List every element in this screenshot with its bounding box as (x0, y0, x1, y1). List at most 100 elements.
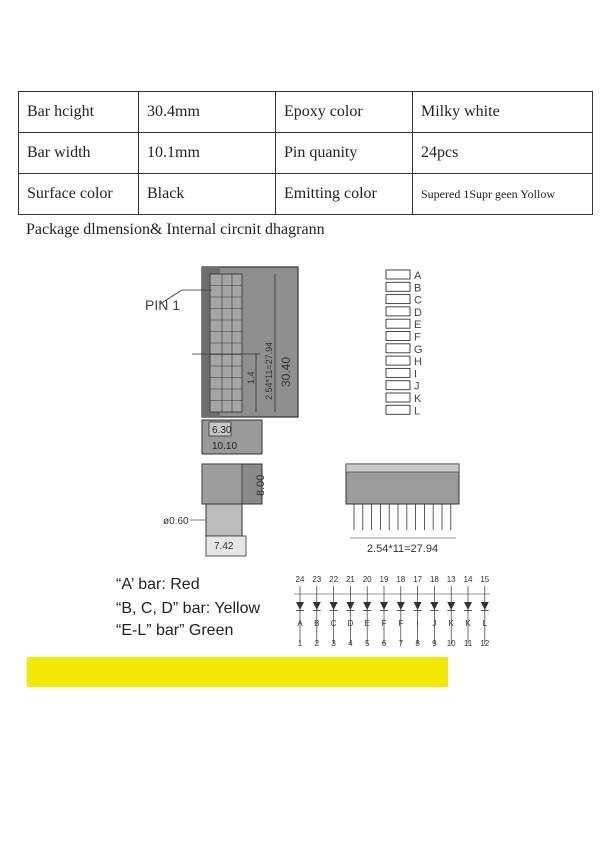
dim-height-label: 30.40 (279, 357, 293, 387)
common-pin-label: 13 (447, 575, 456, 584)
spec-row-height: Bar hcight 30.4mm Epoxy color Milky whit… (18, 91, 593, 133)
dim-bottom-label: 7.42 (214, 541, 234, 552)
front-view-drawing: PIN 1 30.40 2.54*11=27.94 1.4 (145, 266, 299, 418)
led-diode (329, 602, 338, 610)
segment-label: I (414, 368, 417, 380)
legend-line-bcd: “B, C, D” bar: Yellow (116, 600, 261, 617)
segment-box (385, 294, 411, 305)
common-pin-label: 17 (413, 575, 422, 584)
anode-label: K (465, 619, 471, 628)
led-diode (464, 602, 472, 610)
bottom-pin-label: 2 (315, 639, 320, 648)
pin1-label: PIN 1 (145, 297, 180, 313)
segment-label: J (414, 381, 420, 393)
led-diode (413, 602, 422, 610)
spec-table: Bar hcight 30.4mm Epoxy color Milky whit… (18, 91, 593, 215)
segment-box (385, 343, 411, 354)
common-pin-label: 18 (396, 575, 405, 584)
led-diode (346, 602, 355, 610)
led-diode (312, 602, 321, 610)
spec-label-bar-height: Bar hcight (18, 91, 139, 133)
segment-box (385, 306, 411, 317)
segment-box (385, 331, 411, 341)
spec-row-width: Bar width 10.1mm Pin quanity 24pcs (18, 132, 593, 174)
segment-box (385, 367, 411, 378)
common-pin-label: 23 (312, 575, 321, 584)
spec-value-epoxy-color: Milky white (412, 91, 593, 133)
anode-label: F (382, 619, 387, 628)
spec-label-emitting-color: Emitting color (275, 173, 413, 215)
segment-label: G (414, 344, 423, 356)
dim-pitch-label: 2.54*11=27.94 (264, 342, 274, 400)
dim-top-width-label: 6.30 (212, 425, 232, 436)
segment-label: K (414, 393, 422, 405)
dim-width-label: 10.10 (212, 441, 237, 452)
spec-label-pin-quantity: Pin quanity (275, 132, 413, 174)
segment-label: B (414, 282, 421, 294)
bottom-pin-label: 4 (348, 639, 353, 648)
bottom-pin-label: 3 (331, 639, 336, 648)
spec-value-bar-width: 10.1mm (138, 132, 276, 174)
segment-box (385, 318, 411, 329)
led-diode (447, 602, 456, 610)
legend-line-el: “E-L” bar” Green (116, 622, 234, 639)
common-pin-label: 15 (480, 575, 489, 584)
common-pin-label: 19 (380, 575, 389, 584)
anode-label: C (331, 619, 337, 628)
common-pin-label: 18 (430, 575, 439, 584)
led-diode (296, 602, 304, 610)
common-pin-label: 14 (464, 575, 473, 584)
yellow-highlight-bar (27, 657, 448, 687)
common-pin-label: 20 (363, 575, 372, 584)
segment-label: H (414, 356, 422, 368)
segment-label: C (414, 295, 422, 307)
anode-label: A (297, 619, 303, 628)
segment-label: L (414, 405, 420, 417)
led-diode (363, 602, 372, 610)
bottom-view-drawing: 2.54*11=27.94 (345, 463, 460, 555)
spec-label-bar-width: Bar width (18, 132, 139, 174)
anode-label: J (432, 619, 436, 628)
section-title: Package dlmension& Internal circnit dhag… (26, 221, 325, 238)
common-pin-label: 24 (296, 575, 305, 584)
dim-pin-label: ø0.60 (163, 516, 189, 527)
spec-label-surface-color: Surface color (18, 173, 139, 215)
segment-box (385, 404, 411, 415)
spec-value-emitting-color: Supered 1Supr geen Yollow (412, 173, 593, 215)
spec-value-bar-height: 30.4mm (138, 91, 276, 133)
segment-label: A (414, 270, 422, 282)
spec-value-pin-quantity: 24pcs (412, 132, 593, 174)
bottom-pin-label: 12 (480, 639, 489, 648)
spec-value-surface-color: Black (138, 173, 276, 215)
dim-small-label: 1.4 (246, 371, 256, 384)
common-pin-label: 21 (346, 575, 355, 584)
anode-label: B (314, 619, 319, 628)
anode-label: I (416, 619, 418, 628)
bottom-dim-pitch-label: 2.54*11=27.94 (367, 543, 438, 555)
anode-label: K (449, 619, 455, 628)
side-view-drawing: 8.00 ø0.60 7.42 (163, 463, 267, 557)
anode-label: E (365, 619, 370, 628)
led-diode (430, 602, 439, 610)
led-diode (396, 602, 405, 610)
segment-label: F (414, 332, 421, 344)
bottom-pin-label: 9 (432, 639, 437, 648)
segment-box (385, 269, 411, 280)
bottom-pin-label: 10 (447, 639, 456, 648)
bottom-pin-label: 8 (415, 639, 420, 648)
led-diode (380, 602, 388, 610)
bottom-pin-label: 7 (399, 639, 404, 648)
anode-label: F (398, 619, 403, 628)
color-legend: “A’ bar: Red “B, C, D” bar: Yellow “E-L”… (116, 573, 260, 643)
segment-box (385, 392, 411, 403)
spec-label-epoxy-color: Epoxy color (275, 91, 413, 133)
segment-label: E (414, 319, 421, 331)
segment-box (385, 380, 411, 391)
spec-row-surface: Surface color Black Emitting color Super… (18, 173, 593, 215)
segment-label: D (414, 307, 422, 319)
bottom-pin-label: 5 (365, 639, 370, 648)
bottom-pin-label: 1 (298, 639, 303, 648)
dim-depth-label: 8.00 (255, 475, 267, 496)
segment-box (385, 281, 411, 292)
